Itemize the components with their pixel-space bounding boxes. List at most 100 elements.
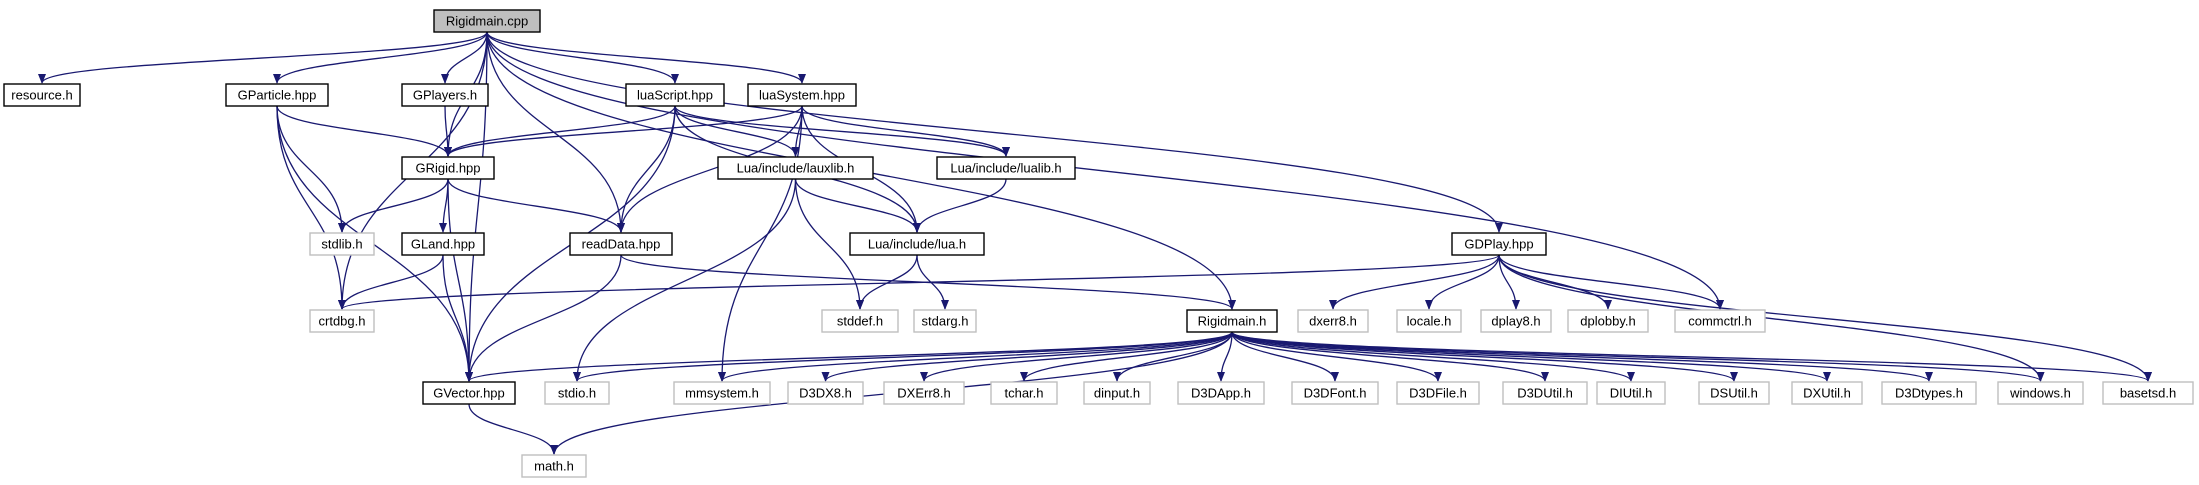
node-box [1674,309,1766,333]
node-stdlib-h: stdlib.h [309,232,375,256]
node-label: luaScript.hpp [637,88,713,103]
node-box [225,83,329,107]
edge-line [1231,331,2045,382]
node-lua-include-lualib-h[interactable]: Lua/include/lualib.h [936,156,1076,180]
node-d3dfile-h: D3DFile.h [1396,381,1480,405]
edge-rigidmain-h-to-windows-h [1231,331,2045,382]
node-label: DSUtil.h [1710,386,1758,401]
node-dsutil-h: DSUtil.h [1698,381,1770,405]
node-dxerr8-h: DXErr8.h [883,381,965,405]
node-box [309,309,375,333]
node-box [422,381,516,405]
edge-grigid-hpp-to-stdlib-h [338,178,449,233]
edge-gland-hpp-to-crtdbg-h [338,254,444,310]
edge-line [1231,331,1635,382]
edge-line [442,254,473,382]
edge-gdplay-hpp-to-commctrl-h [1498,254,1724,310]
edge-luascript-hpp-to-grigid-hpp [444,105,676,157]
node-box [787,381,864,405]
node-box [1396,381,1480,405]
node-label: dxerr8.h [1309,314,1357,329]
node-dinput-h: dinput.h [1083,381,1151,405]
node-grigid-hpp[interactable]: GRigid.hpp [401,156,495,180]
node-luascript-hpp[interactable]: luaScript.hpp [625,83,725,107]
node-box [433,9,541,33]
node-stddef-h: stddef.h [821,309,899,333]
edge-rigidmain-h-to-dxerr8-h [920,331,1233,382]
node-lua-include-lauxlib-h[interactable]: Lua/include/lauxlib.h [717,156,874,180]
node-readdata-hpp[interactable]: readData.hpp [569,232,673,256]
edge-line [443,105,452,157]
edge-line [486,31,1503,233]
edge-line [444,105,676,157]
edge-luasystem-hpp-to-readdata-hpp [617,105,803,233]
node-label: D3DFile.h [1409,386,1467,401]
edge-line [617,105,803,233]
edge-line [1329,254,1500,310]
edge-gparticle-hpp-to-grigid-hpp [276,105,452,157]
edge-gparticle-hpp-to-crtdbg-h [276,105,346,310]
node-label: D3DX8.h [799,386,852,401]
node-box [1297,309,1369,333]
node-d3dtypes-h: D3Dtypes.h [1881,381,1977,405]
edge-line [1231,331,1549,382]
edge-line [465,254,622,382]
edge-line [468,403,558,455]
edge-rigidmain-h-to-mmsystem-h [718,331,1233,382]
node-box [1567,309,1649,333]
node-dplobby-h: dplobby.h [1567,309,1649,333]
edge-line [273,31,488,84]
edge-luasystem-hpp-to-grigid-hpp [444,105,803,157]
node-box [1451,232,1547,256]
node-gland-hpp[interactable]: GLand.hpp [401,232,485,256]
edge-line [674,105,1010,157]
node-gplayers-h[interactable]: GPlayers.h [401,83,489,107]
edge-rigidmain-cpp-to-gplayers-h [441,31,488,84]
node-label: stdarg.h [922,314,969,329]
node-box [544,381,610,405]
node-rigidmain-h[interactable]: Rigidmain.h [1186,309,1278,333]
edge-rigidmain-h-to-dsutil-h [1231,331,1738,382]
node-luasystem-hpp[interactable]: luaSystem.hpp [747,83,857,107]
node-stdio-h: stdio.h [544,381,610,405]
edge-grigid-hpp-to-gvector-hpp [447,178,473,382]
edge-line [1498,254,1724,310]
edge-rigidmain-h-to-d3dfont-h [1231,331,1339,382]
node-label: windows.h [2009,386,2071,401]
node-math-h: math.h [521,454,587,478]
edge-luasystem-hpp-to-mmsystem-h [718,105,803,382]
node-diutil-h: DIUtil.h [1596,381,1666,405]
edge-gland-hpp-to-gvector-hpp [442,254,473,382]
node-rigidmain-cpp[interactable]: Rigidmain.cpp [433,9,541,33]
edge-line [794,178,921,233]
edge-luasystem-hpp-to-lua-include-lualib-h [801,105,1010,157]
node-box [401,232,485,256]
edge-readdata-hpp-to-gvector-hpp [465,254,622,382]
node-label: D3DApp.h [1191,386,1251,401]
edge-rigidmain-h-to-d3dapp-h [1217,331,1233,382]
node-label: math.h [534,459,574,474]
edge-line [486,31,679,84]
edge-line [338,178,449,233]
node-box [821,309,899,333]
edge-line [821,331,1233,382]
edge-gdplay-hpp-to-basetsd-h [1498,254,2152,382]
edge-line [573,331,1233,382]
node-label: tchar.h [1004,386,1043,401]
edge-line [1231,331,1933,382]
node-gvector-hpp[interactable]: GVector.hpp [422,381,516,405]
edge-rigidmain-cpp-to-gparticle-hpp [273,31,488,84]
node-resource-h[interactable]: resource.h [3,83,81,107]
node-gdplay-hpp[interactable]: GDPlay.hpp [1451,232,1547,256]
node-gparticle-hpp[interactable]: GParticle.hpp [225,83,329,107]
edge-gdplay-hpp-to-crtdbg-h [338,254,1500,310]
edge-line [674,105,800,157]
edge-line [276,105,452,157]
node-label: dplobby.h [1580,314,1635,329]
node-lua-include-lua-h[interactable]: Lua/include/lua.h [849,232,985,256]
edge-rigidmain-cpp-to-luascript-hpp [486,31,679,84]
node-label: mmsystem.h [685,386,759,401]
edge-rigidmain-h-to-basetsd-h [1231,331,2152,382]
node-label: crtdbg.h [319,314,366,329]
edge-line [1231,331,2152,382]
